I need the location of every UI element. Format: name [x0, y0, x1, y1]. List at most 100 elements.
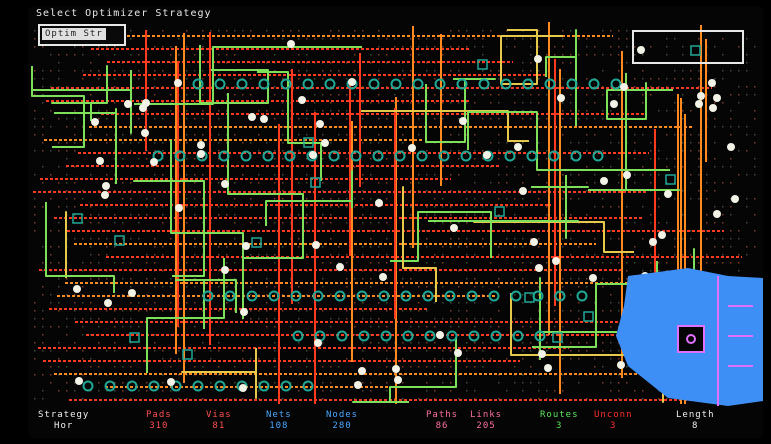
square-pad [583, 311, 594, 322]
status-value: 205 [476, 421, 496, 431]
via [459, 117, 467, 125]
pad [334, 290, 346, 302]
pad [236, 78, 248, 90]
pad [214, 380, 226, 392]
pad [478, 78, 490, 90]
pad [214, 78, 226, 90]
via [708, 79, 716, 87]
trace-green [265, 170, 353, 226]
zoom-preview-box[interactable] [632, 30, 744, 64]
pad [500, 78, 512, 90]
pad [468, 330, 480, 342]
square-pad [494, 206, 505, 217]
via [600, 177, 608, 185]
status-value: 81 [212, 421, 226, 431]
via [589, 274, 597, 282]
trace-green [175, 279, 237, 329]
via [240, 308, 248, 316]
via [534, 55, 542, 63]
status-value: 280 [332, 421, 352, 431]
via [519, 187, 527, 195]
square-pad [114, 235, 125, 246]
via [709, 104, 717, 112]
pad [312, 290, 324, 302]
pad [446, 330, 458, 342]
via [175, 204, 183, 212]
via [379, 273, 387, 281]
pad [192, 380, 204, 392]
via [436, 331, 444, 339]
via [649, 238, 657, 246]
via [314, 339, 322, 347]
via [375, 199, 383, 207]
via [713, 210, 721, 218]
via [697, 92, 705, 100]
via [514, 143, 522, 151]
status-value: 108 [269, 421, 289, 431]
via [544, 364, 552, 372]
trace-green [51, 65, 108, 121]
trace-green [588, 73, 680, 191]
strategy-menu[interactable]: Optim Str [38, 24, 126, 46]
highlight-pad [677, 325, 705, 353]
square-pad [665, 174, 676, 185]
via [348, 78, 356, 86]
pad [610, 78, 622, 90]
pad [444, 290, 456, 302]
square-pad [251, 237, 262, 248]
square-pad [303, 137, 314, 148]
via [538, 350, 546, 358]
via [354, 381, 362, 389]
trace-green [352, 337, 457, 403]
pad [488, 290, 500, 302]
pad [512, 330, 524, 342]
pad [302, 78, 314, 90]
menu-item-optim-str[interactable]: Optim Str [42, 28, 106, 40]
pad [402, 330, 414, 342]
via [287, 40, 295, 48]
pad [284, 150, 296, 162]
via [75, 377, 83, 385]
status-label: Links [470, 410, 503, 420]
pad [372, 150, 384, 162]
pad [324, 78, 336, 90]
pad [368, 78, 380, 90]
status-label: Nets [266, 410, 292, 420]
via [454, 349, 462, 357]
via [197, 150, 205, 158]
status-label: Routes [540, 410, 579, 420]
square-pad [72, 213, 83, 224]
trace-green [146, 258, 225, 373]
pad [174, 150, 186, 162]
via [530, 238, 538, 246]
via [142, 99, 150, 107]
pcb-board-canvas[interactable] [28, 6, 763, 438]
pad [434, 78, 446, 90]
status-value: Hor [54, 421, 74, 431]
via [557, 94, 565, 102]
pad [246, 290, 258, 302]
pad [592, 150, 604, 162]
pad [422, 290, 434, 302]
trace-green [467, 111, 670, 171]
trace-green [510, 293, 664, 403]
via [727, 143, 735, 151]
via [260, 115, 268, 123]
trace-green [539, 277, 617, 360]
status-label: Nodes [326, 410, 359, 420]
trace-green [227, 93, 304, 259]
trace-green [170, 140, 244, 319]
status-label: Unconn [594, 410, 633, 420]
pad [504, 150, 516, 162]
via [392, 365, 400, 373]
pad [350, 150, 362, 162]
pad [566, 78, 578, 90]
via [312, 241, 320, 249]
pad [224, 290, 236, 302]
pad [240, 150, 252, 162]
pad [576, 290, 588, 302]
trace-green [199, 45, 269, 104]
trace-green [181, 348, 257, 399]
